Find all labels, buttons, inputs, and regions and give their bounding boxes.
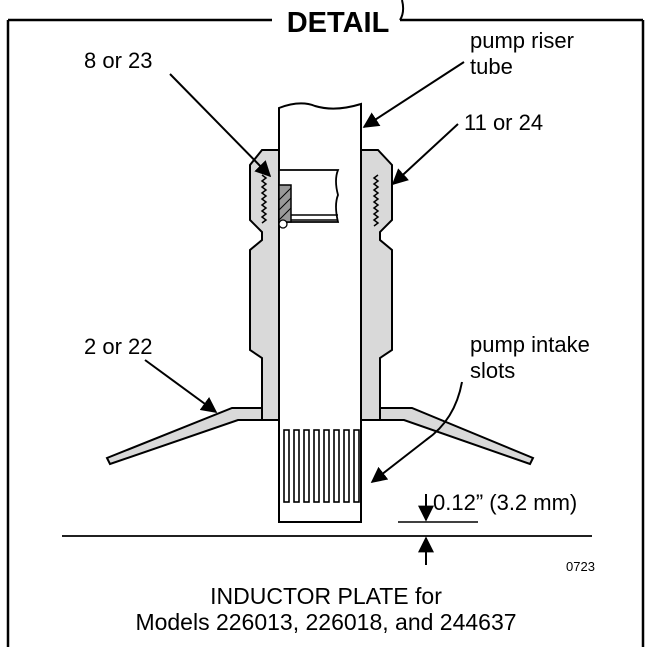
housing-right (360, 149, 393, 421)
label-riser-line2: tube (470, 54, 513, 79)
plate-right-wing (369, 407, 535, 466)
frame-callout-line (399, 0, 405, 21)
caption-line1: INDUCTOR PLATE for (210, 583, 442, 609)
detail-frame (6, 18, 645, 647)
detail-title: DETAIL (287, 7, 390, 39)
label-riser-line1: pump riser (470, 28, 574, 53)
label-gap: 0.12” (3.2 mm) (433, 490, 577, 515)
arrow-riser (362, 61, 465, 128)
figure-code: 0723 (566, 559, 595, 574)
label-8-23: 8 or 23 (84, 48, 153, 73)
label-intake-line2: slots (470, 358, 515, 383)
label-intake-line1: pump intake (470, 332, 590, 357)
intake-slots (283, 429, 360, 503)
seal-cutaway (278, 169, 340, 223)
plate-left-wing (105, 407, 273, 466)
label-2-22: 2 or 22 (84, 334, 153, 359)
arrow-2-22 (144, 359, 218, 413)
label-11-24: 11 or 24 (464, 110, 543, 135)
thread-left (260, 174, 268, 224)
arrow-intake (370, 381, 463, 483)
arrow-8-23 (169, 73, 272, 178)
seal-hatch (278, 187, 292, 221)
housing-left (249, 149, 280, 421)
caption-line2: Models 226013, 226018, and 244637 (135, 609, 516, 635)
arrow-11-24 (391, 123, 459, 186)
thread-right (372, 174, 380, 227)
